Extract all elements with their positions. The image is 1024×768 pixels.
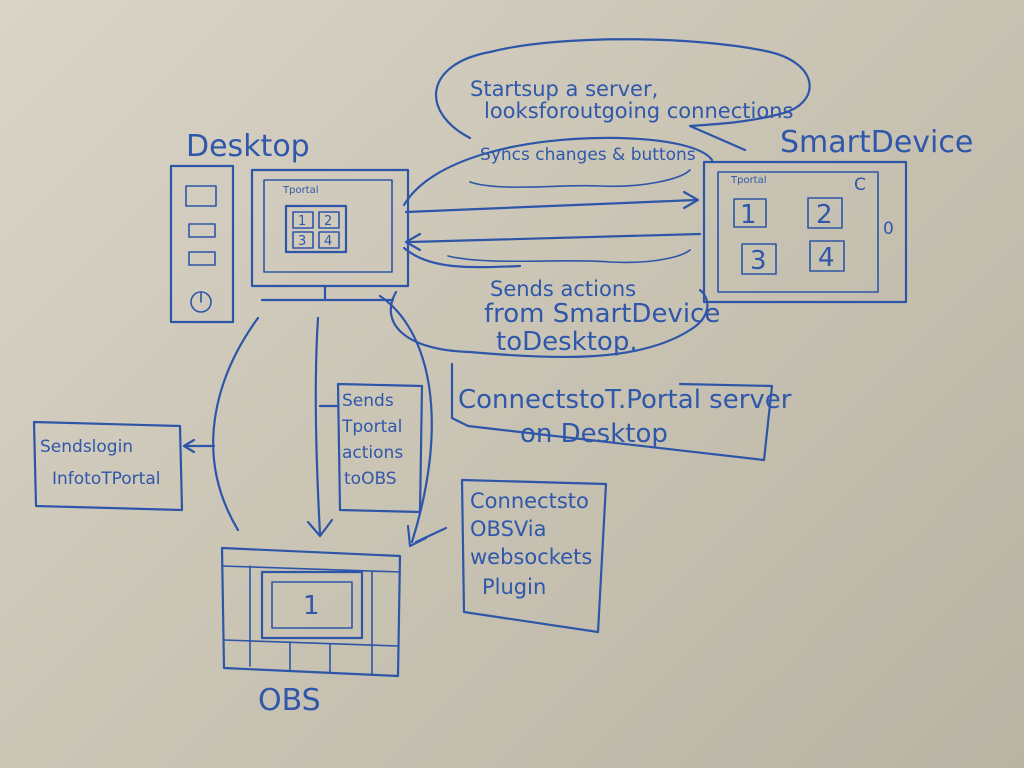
starts-server-line1: Startsup a server, (470, 77, 658, 101)
sends-login-line2: InfotoTPortal (52, 469, 160, 489)
sends-actions-brace (447, 249, 691, 264)
arrow-from-websocket-box (414, 526, 448, 544)
connects-obs-line3: websockets (470, 545, 592, 569)
smart-device-tile-3: 3 (750, 246, 767, 276)
sync-brace (469, 169, 691, 188)
smart-device-label: SmartDevice (780, 125, 973, 160)
starts-server-line2: looksforoutgoing connections (484, 99, 793, 123)
sends-actions-line3: toDesktop. (496, 327, 638, 357)
connects-tportal-line1: ConnectstoT.Portal server (458, 385, 792, 415)
desktop-monitor (250, 168, 410, 302)
smart-device-tile-2: 2 (816, 200, 833, 230)
obs-scene-number: 1 (303, 591, 320, 621)
desktop-tile-2: 2 (324, 214, 332, 229)
sync-channel-outline (402, 136, 714, 269)
arrow-device-to-desktop (408, 232, 702, 244)
sends-tportal-line3: actions (342, 443, 403, 463)
connects-obs-line2: OBSVia (470, 517, 547, 541)
arrow-desktop-to-device (404, 198, 698, 214)
sends-login-line1: Sendslogin (40, 437, 133, 457)
smart-device-tile-4: 4 (818, 243, 835, 273)
desktop-tile-3: 3 (298, 234, 306, 249)
smart-device-tile-1: 1 (740, 200, 757, 230)
smart-device-tablet (702, 160, 908, 304)
connects-obs-box (460, 478, 608, 634)
sends-actions-cloud (389, 288, 709, 359)
sends-actions-line1: Sends actions (490, 277, 636, 301)
loop-right-obs (378, 294, 433, 544)
connects-obs-line4: Plugin (482, 575, 546, 599)
obs-window (220, 546, 402, 678)
obs-label: OBS (258, 683, 321, 718)
arrow-desktop-down-to-obs (314, 316, 322, 536)
connects-tportal-box (450, 362, 774, 462)
sends-actions-line2: from SmartDevice (484, 299, 720, 329)
desktop-tile-1: 1 (298, 214, 306, 229)
syncs-changes-label: Syncs changes & buttons (480, 145, 696, 165)
connects-tportal-line2: on Desktop (520, 419, 668, 449)
desktop-screen-title: Tportal (282, 185, 319, 196)
sends-login-box (32, 420, 184, 512)
smart-device-screen-title: Tportal (730, 175, 767, 186)
desktop-tile-4: 4 (324, 234, 332, 249)
starts-server-cloud (435, 38, 811, 152)
sends-tportal-line1: Sends (342, 391, 394, 411)
sends-tportal-line2: Tportal (341, 417, 402, 437)
connects-obs-line1: Connectsto (470, 489, 589, 513)
smart-device-corner-mark: C (854, 175, 866, 195)
desktop-label: Desktop (186, 129, 310, 164)
desktop-tile-grid (284, 204, 348, 254)
smart-device-home-button: 0 (883, 219, 894, 239)
desktop-tower (169, 164, 235, 324)
loop-left-desktop-obs (212, 316, 260, 532)
sends-tportal-line4: toOBS (344, 469, 397, 489)
